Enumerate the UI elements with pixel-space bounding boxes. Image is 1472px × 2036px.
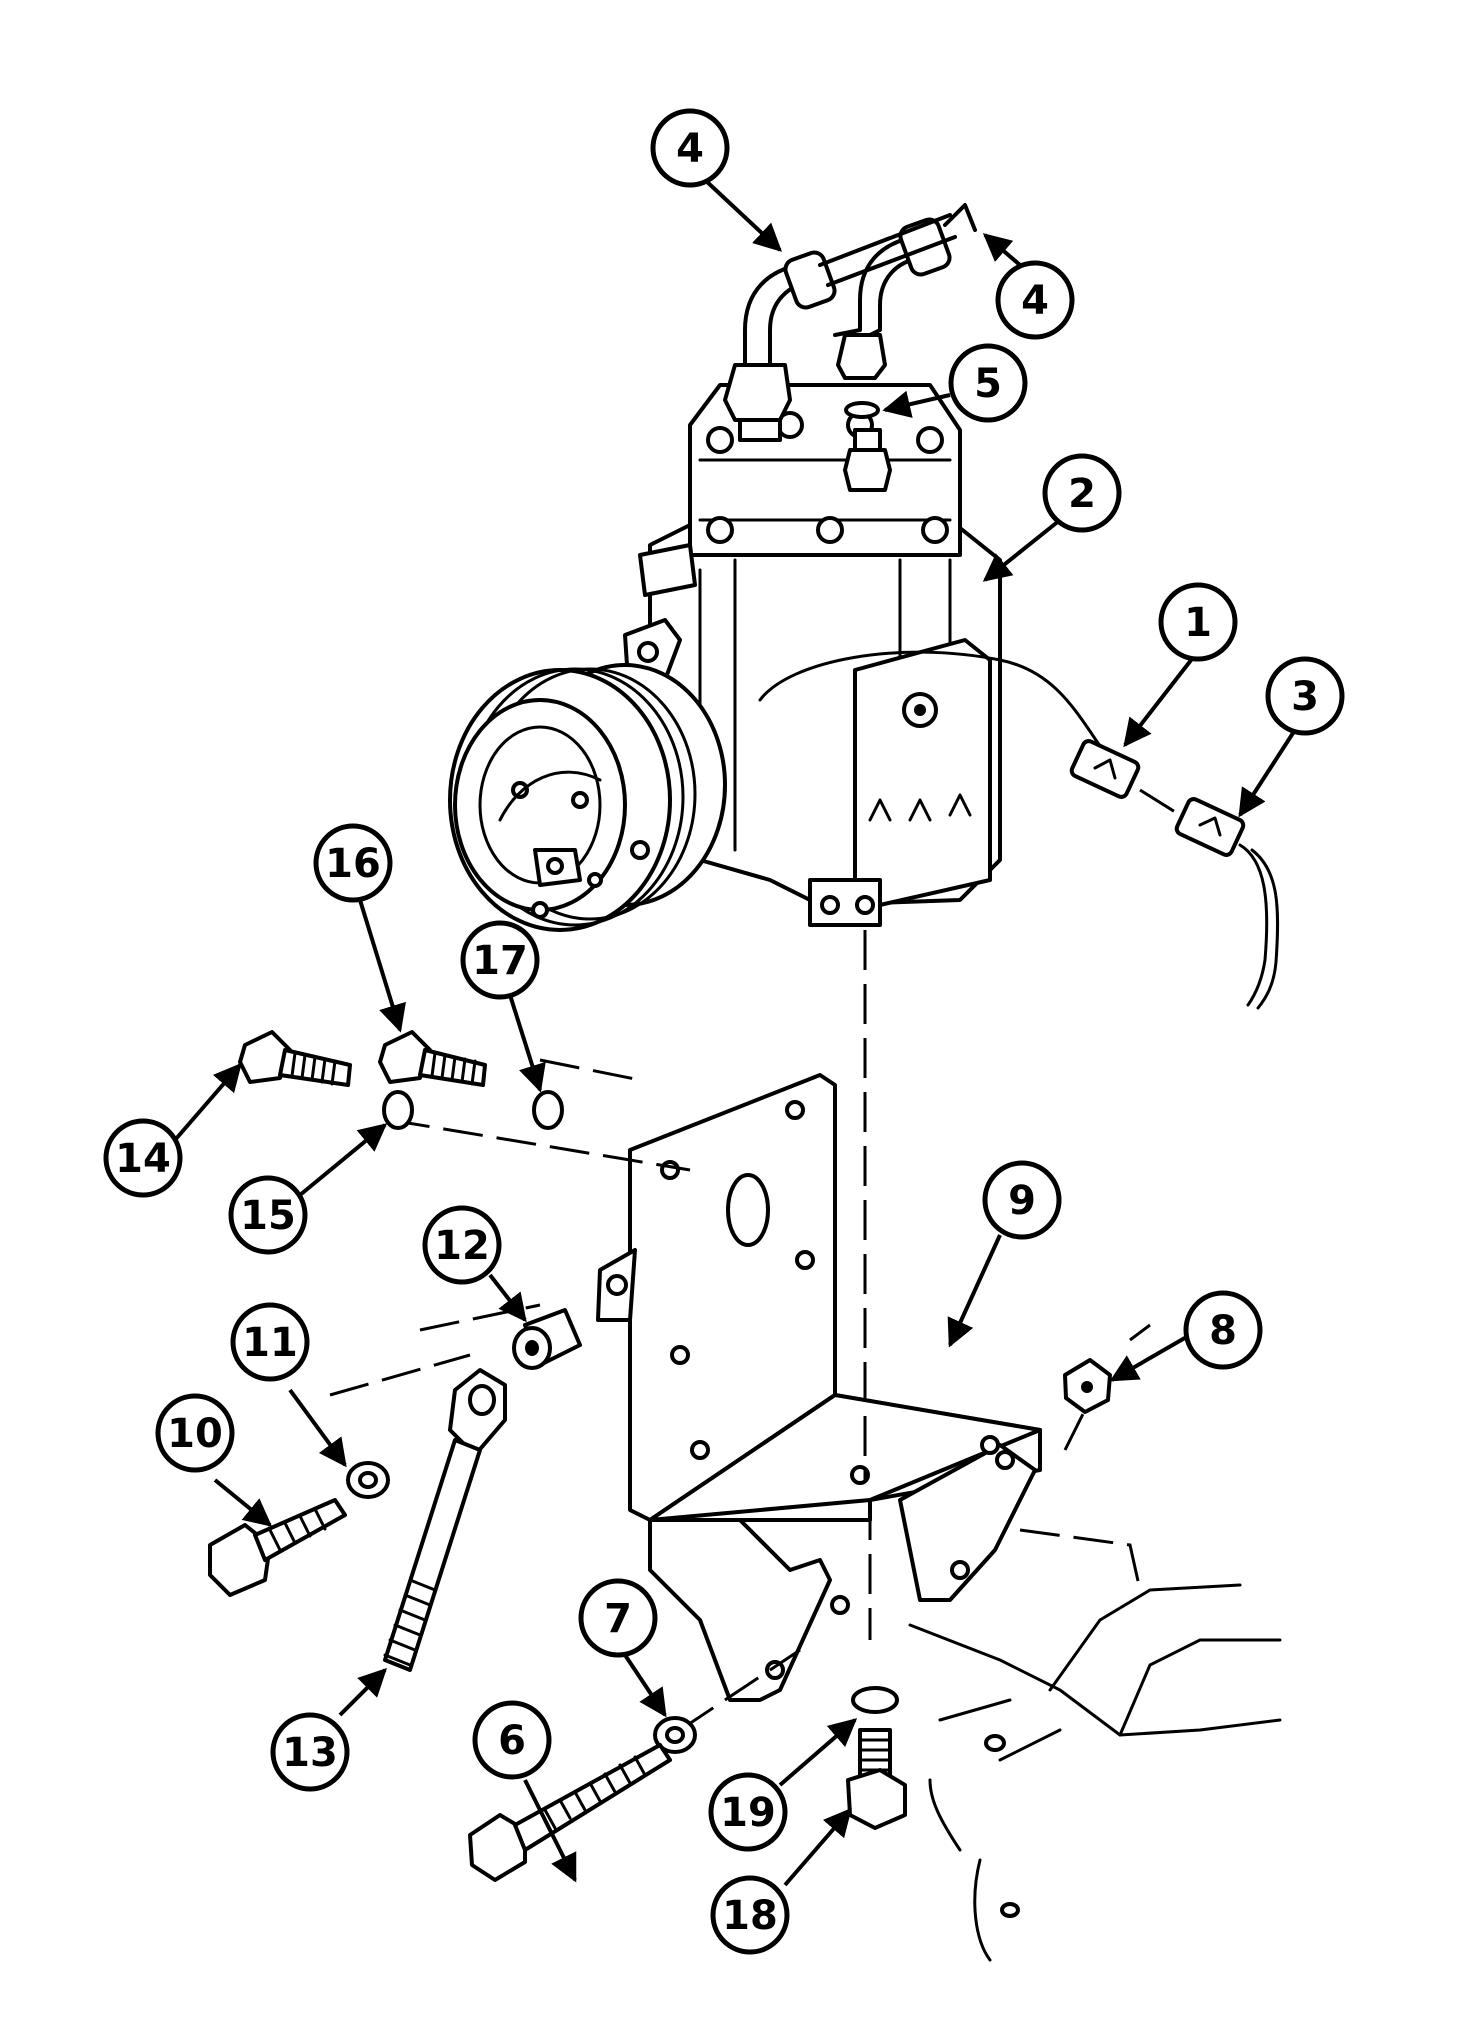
nut-8 [1063, 1358, 1112, 1414]
mounting-bracket [596, 1073, 1042, 1702]
callout-label: 15 [240, 1193, 296, 1239]
engine-fragment [908, 1583, 1282, 1962]
callout-label: 17 [472, 938, 528, 984]
callout-label: 14 [115, 1136, 171, 1182]
callout-7: 7 [578, 1578, 658, 1658]
callout-label: 5 [974, 361, 1002, 407]
callout-2: 2 [1042, 453, 1122, 533]
callout-6: 6 [472, 1700, 552, 1780]
washer-15 [382, 1090, 414, 1130]
washer-11 [346, 1461, 390, 1499]
callout-19: 19 [708, 1772, 788, 1852]
adjusting-rod-13 [383, 1368, 507, 1672]
callout-16: 16 [313, 823, 393, 903]
callout-label: 9 [1008, 1178, 1036, 1224]
callout-4-top: 4 [650, 108, 730, 188]
callout-label: 10 [167, 1411, 223, 1457]
callout-label: 4 [676, 126, 704, 172]
callout-8: 8 [1183, 1290, 1263, 1370]
wire-harness [758, 650, 1280, 1010]
callout-18: 18 [710, 1875, 790, 1955]
bolt-14 [238, 1030, 352, 1087]
callout-label: 7 [604, 1596, 632, 1642]
lockwasher-19 [851, 1686, 899, 1714]
callout-12: 12 [422, 1205, 502, 1285]
callout-11: 11 [230, 1302, 310, 1382]
callout-10: 10 [155, 1393, 235, 1473]
callout-5: 5 [948, 343, 1028, 423]
callout-label: 16 [325, 841, 381, 887]
spacer-12 [512, 1308, 582, 1370]
lockwasher-17 [532, 1090, 564, 1130]
callout-leaders [173, 178, 1297, 1887]
callout-label: 12 [434, 1223, 490, 1269]
callout-label: 8 [1209, 1308, 1237, 1354]
callout-label: 18 [722, 1893, 778, 1939]
clutch-pulley [448, 663, 727, 932]
callout-label: 4 [1021, 278, 1049, 324]
callout-label: 11 [242, 1320, 298, 1366]
callout-9: 9 [982, 1160, 1062, 1240]
hose-assembly [723, 203, 977, 492]
bolt-18 [846, 1728, 907, 1830]
callout-15: 15 [228, 1175, 308, 1255]
bolt-6 [468, 1743, 672, 1882]
callout-label: 13 [282, 1730, 338, 1776]
callout-label: 3 [1291, 674, 1319, 720]
callout-1: 1 [1158, 582, 1238, 662]
callout-14: 14 [103, 1118, 183, 1198]
callouts: 4 4 5 2 1 3 16 17 [103, 108, 1345, 1955]
callout-4-right: 4 [995, 260, 1075, 340]
callout-17: 17 [460, 920, 540, 1000]
callout-13: 13 [270, 1712, 350, 1792]
bolt-10 [208, 1498, 347, 1597]
callout-label: 6 [498, 1718, 526, 1764]
callout-label: 1 [1184, 600, 1212, 646]
bolt-16 [378, 1030, 487, 1087]
callout-label: 19 [720, 1790, 776, 1836]
washer-7 [653, 1716, 697, 1754]
callout-3: 3 [1265, 656, 1345, 736]
callout-label: 2 [1068, 471, 1096, 517]
